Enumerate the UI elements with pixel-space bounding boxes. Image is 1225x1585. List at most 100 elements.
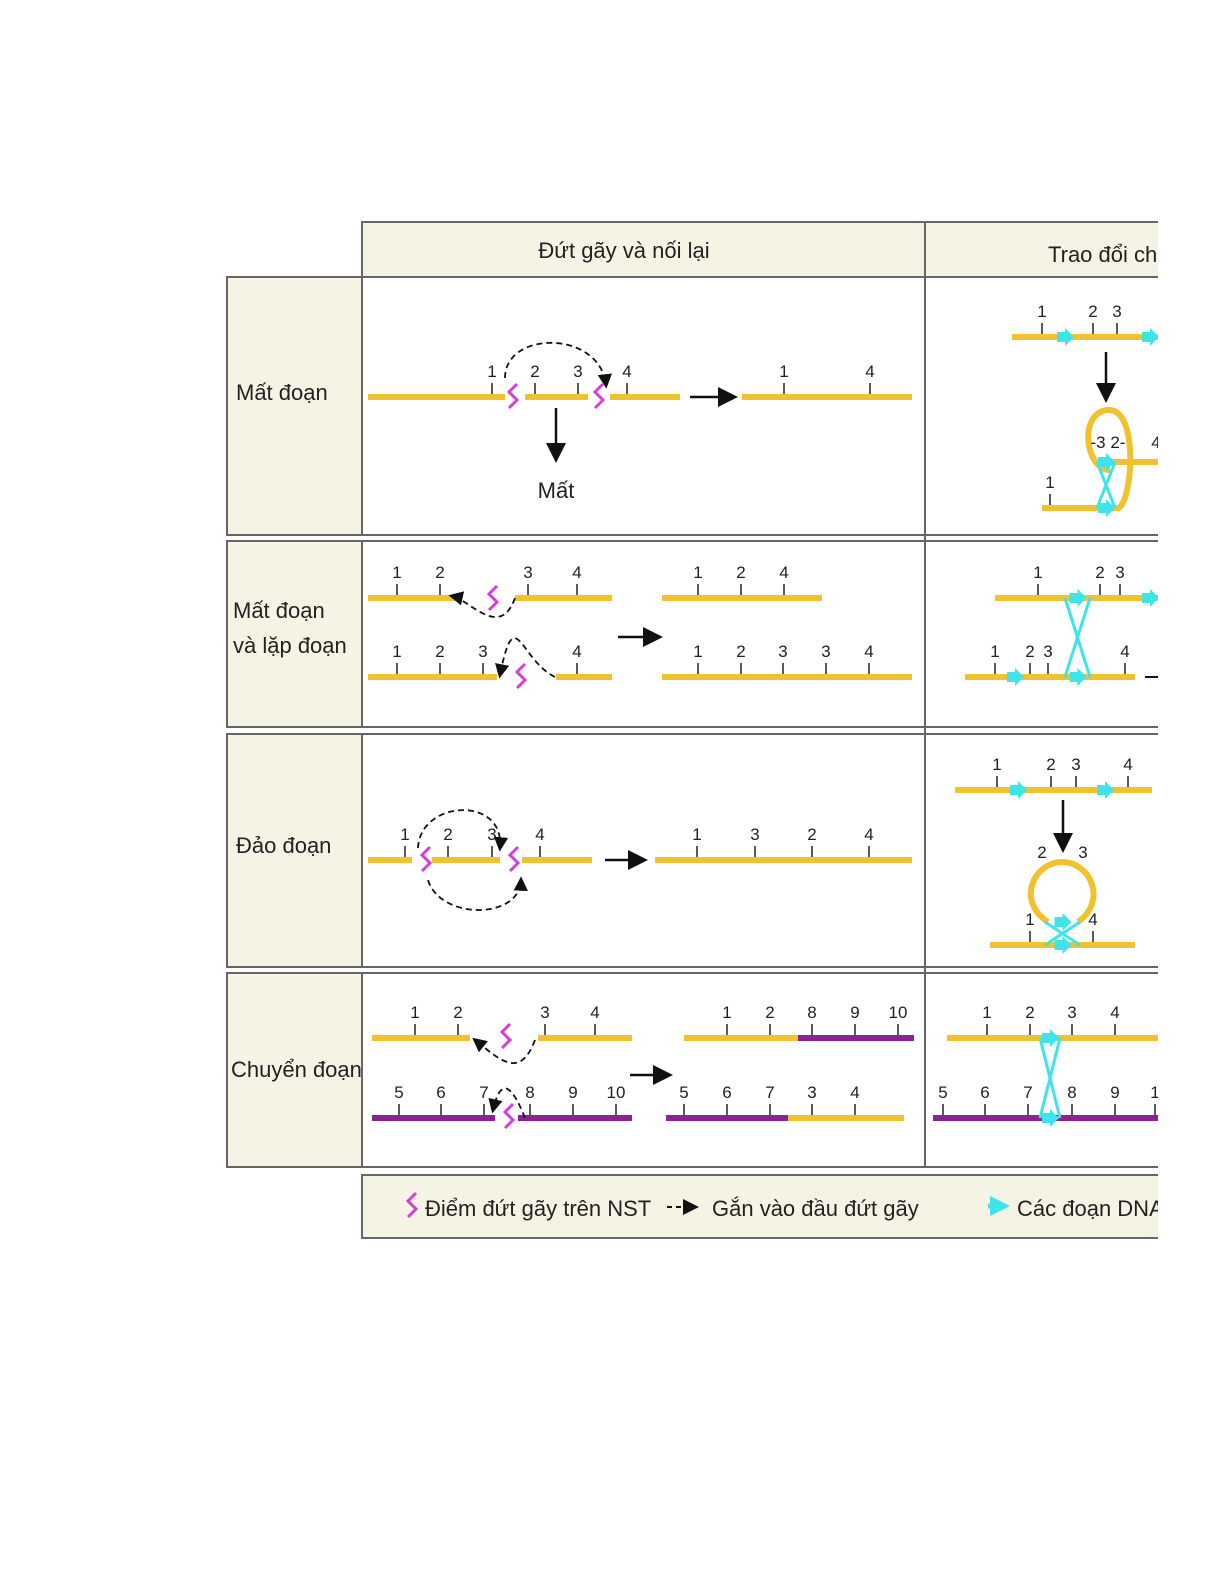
gene-marker-label: 4 <box>590 1003 599 1022</box>
gene-marker-label: 3 <box>750 825 759 844</box>
gene-marker-label: 3 <box>540 1003 549 1022</box>
gene-marker-label: 3 <box>1067 1003 1076 1022</box>
gene-marker-label: 4 <box>865 362 874 381</box>
gene-marker-label: 1 <box>982 1003 991 1022</box>
gene-marker-label: 1 <box>992 755 1001 774</box>
gene-marker-label: 7 <box>479 1083 488 1102</box>
gene-marker-label: 2 <box>1025 1003 1034 1022</box>
dna-segment-arrow <box>1142 589 1158 607</box>
dashed-join-arrow <box>488 1087 526 1119</box>
dna-segment-arrow <box>1098 453 1115 471</box>
gene-marker-label: 2 <box>736 642 745 661</box>
row-label-cell <box>226 972 363 1168</box>
dna-segment-arrow <box>1098 499 1115 517</box>
row-content-cell <box>361 276 1158 536</box>
gene-marker-label: 4 <box>535 825 544 844</box>
gene-marker-label: 1 <box>722 1003 731 1022</box>
gene-marker-label: 3 <box>1071 755 1080 774</box>
gene-marker-label: 9 <box>1110 1083 1119 1102</box>
gene-marker-label: 1 <box>1033 563 1042 582</box>
gene-marker-label: 4 <box>622 362 631 381</box>
gene-marker-label: 1 <box>1045 473 1054 492</box>
row-label-cell <box>226 540 363 728</box>
gene-marker-label: 2 <box>1037 843 1046 862</box>
gene-marker-label: 2 <box>1046 755 1055 774</box>
lost-label: Mất <box>538 478 575 503</box>
row-label-cell <box>226 733 363 968</box>
gene-marker-label: 9 <box>568 1083 577 1102</box>
gene-marker-label: 2 <box>453 1003 462 1022</box>
gene-marker-label: -3 2- <box>1091 433 1126 452</box>
gene-marker-label: 2 <box>435 642 444 661</box>
column-header-crossing-over: Trao đổi ch <box>1048 242 1157 267</box>
gene-marker-label: 1 <box>392 642 401 661</box>
gene-marker-label: 3 <box>487 825 496 844</box>
gene-marker-label: 4 <box>779 563 788 582</box>
gene-marker-label: 4 <box>572 563 581 582</box>
gene-marker-label: 2 <box>1025 642 1034 661</box>
breakpoint-icon <box>502 1102 516 1130</box>
header-row <box>361 221 1158 278</box>
dashed-join-arrow <box>448 591 516 618</box>
breakpoint-icon <box>507 845 521 873</box>
crossover-icon <box>1044 920 1081 947</box>
column-header-break-rejoin: Đứt gãy và nối lại <box>538 238 709 263</box>
dna-segment-arrow <box>1042 1029 1059 1047</box>
dashed-join-arrow <box>504 341 612 389</box>
chromosome-loop <box>1085 406 1134 511</box>
gene-marker-label: 3 <box>821 642 830 661</box>
dashed-join-arrow <box>472 1037 536 1064</box>
breakpoint-icon <box>419 845 433 873</box>
gene-marker-label: 3 <box>1115 563 1124 582</box>
breakpoint-icon <box>506 382 520 410</box>
gene-marker-label: 4 <box>1088 910 1097 929</box>
gene-marker-label: 3 <box>573 362 582 381</box>
row-label-cell <box>226 276 363 536</box>
gene-marker-label: 7 <box>765 1083 774 1102</box>
gene-marker-label: 10 <box>607 1083 626 1102</box>
gene-marker-label: 9 <box>850 1003 859 1022</box>
dna-segment-arrow <box>1142 328 1158 346</box>
dashed-join-arrow <box>495 637 556 679</box>
gene-marker-label: 1 <box>990 642 999 661</box>
gene-marker-label: 2 <box>530 362 539 381</box>
gene-marker-label: 1 <box>779 362 788 381</box>
dna-segment-arrow <box>1054 936 1072 954</box>
gene-marker-label: 4 <box>572 642 581 661</box>
breakpoint-icon <box>499 1022 513 1050</box>
gene-marker-label: 3 <box>1078 843 1087 862</box>
gene-marker-label: 1 <box>693 642 702 661</box>
chromosome-loop <box>1027 858 1097 925</box>
gene-marker-label: 4 <box>1120 642 1129 661</box>
legend-dna-segments: Các đoạn DNA <box>1017 1196 1164 1221</box>
gene-marker-label: 1 <box>1025 910 1034 929</box>
gene-marker-label: 3 <box>778 642 787 661</box>
dna-segment-arrow <box>1007 668 1024 686</box>
gene-marker-label: 4 <box>1110 1003 1119 1022</box>
gene-marker-label: 1 <box>400 825 409 844</box>
gene-marker-label: 5 <box>679 1083 688 1102</box>
gene-marker-label: 2 <box>765 1003 774 1022</box>
gene-marker-label: 4 <box>864 642 873 661</box>
dna-segment-arrow <box>1054 913 1072 931</box>
gene-marker-label: 6 <box>722 1083 731 1102</box>
crossover-icon <box>1063 597 1092 678</box>
dna-segment-arrow <box>1097 781 1114 799</box>
gene-marker-label: 5 <box>938 1083 947 1102</box>
row-label-inversion: Đảo đoạn <box>236 833 331 858</box>
gene-marker-label: 4 <box>850 1083 859 1102</box>
gene-marker-label: 1 <box>693 563 702 582</box>
gene-marker-label: 1 <box>1037 302 1046 321</box>
gene-marker-label: 7 <box>1023 1083 1032 1102</box>
gene-marker-label: 1 <box>487 362 496 381</box>
gene-marker-label: 6 <box>436 1083 445 1102</box>
gene-marker-label: 10 <box>889 1003 908 1022</box>
dna-segment-arrow <box>1057 328 1074 346</box>
gene-marker-label: 4 <box>1123 755 1132 774</box>
row-label-deletion-duplication: Mất đoạn <box>233 598 325 623</box>
dna-segment-arrow <box>1069 668 1087 686</box>
dashed-join-arrow <box>427 876 528 911</box>
gene-marker-label: 5 <box>394 1083 403 1102</box>
